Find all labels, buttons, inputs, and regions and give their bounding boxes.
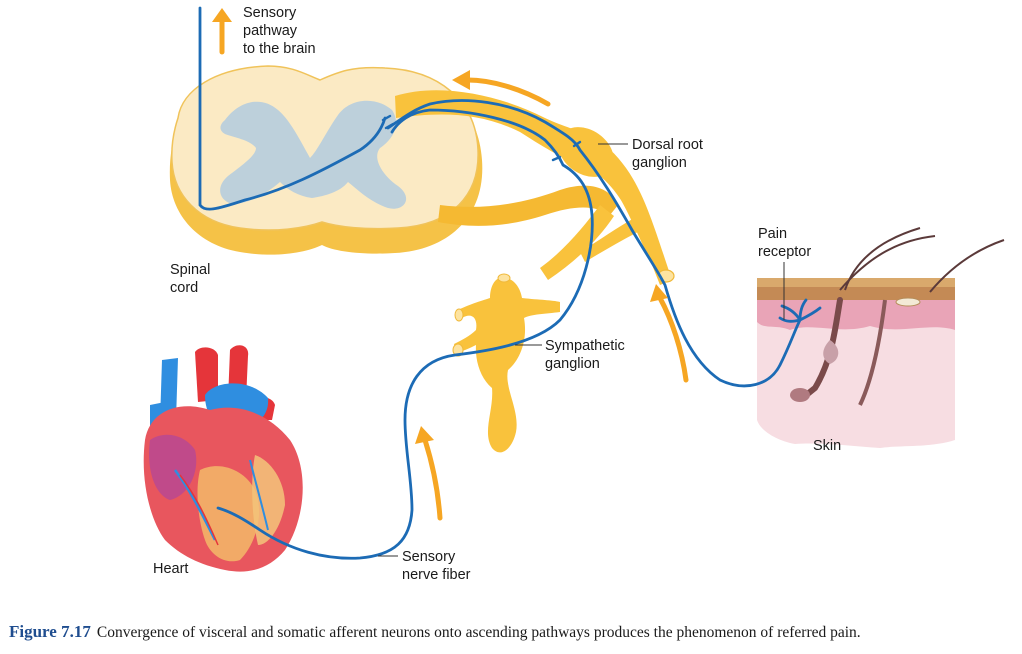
figure-number: Figure 7.17: [9, 622, 91, 641]
label-pain-receptor: Pain receptor: [758, 226, 812, 260]
ascending-pathway-fiber: [198, 6, 387, 211]
arrow-from-heart: [422, 437, 443, 521]
label-heart: Heart: [153, 561, 189, 577]
arrow-along-dorsal-root: [465, 77, 551, 107]
label-sensory-nerve-fiber: Sensory nerve fiber: [402, 549, 471, 583]
sympathetic-ganglion: [452, 273, 560, 453]
visceral-afferent-fiber: [216, 108, 594, 560]
flow-arrows: [212, 8, 689, 521]
heart: [143, 345, 303, 572]
label-sensory-pathway: Sensory pathway to the brain: [243, 5, 316, 57]
label-sympathetic-ganglion: Sympathetic ganglion: [545, 338, 625, 372]
label-skin: Skin: [813, 438, 842, 454]
sensory-nerve-fibers: [198, 6, 822, 560]
caption-text: Convergence of visceral and somatic affe…: [96, 624, 861, 641]
label-dorsal-root-ganglion: Dorsal root ganglion: [632, 137, 703, 171]
arrow-from-skin: [657, 295, 689, 383]
pain-receptor-endings: [778, 298, 822, 323]
somatic-afferent-fiber: [386, 99, 802, 388]
skin-block: [757, 227, 1005, 448]
figure-caption: Figure 7.17 Convergence of visceral and s…: [9, 622, 1019, 642]
label-spinal-cord: Spinal cord: [170, 262, 211, 296]
leader-lines: [378, 143, 785, 557]
